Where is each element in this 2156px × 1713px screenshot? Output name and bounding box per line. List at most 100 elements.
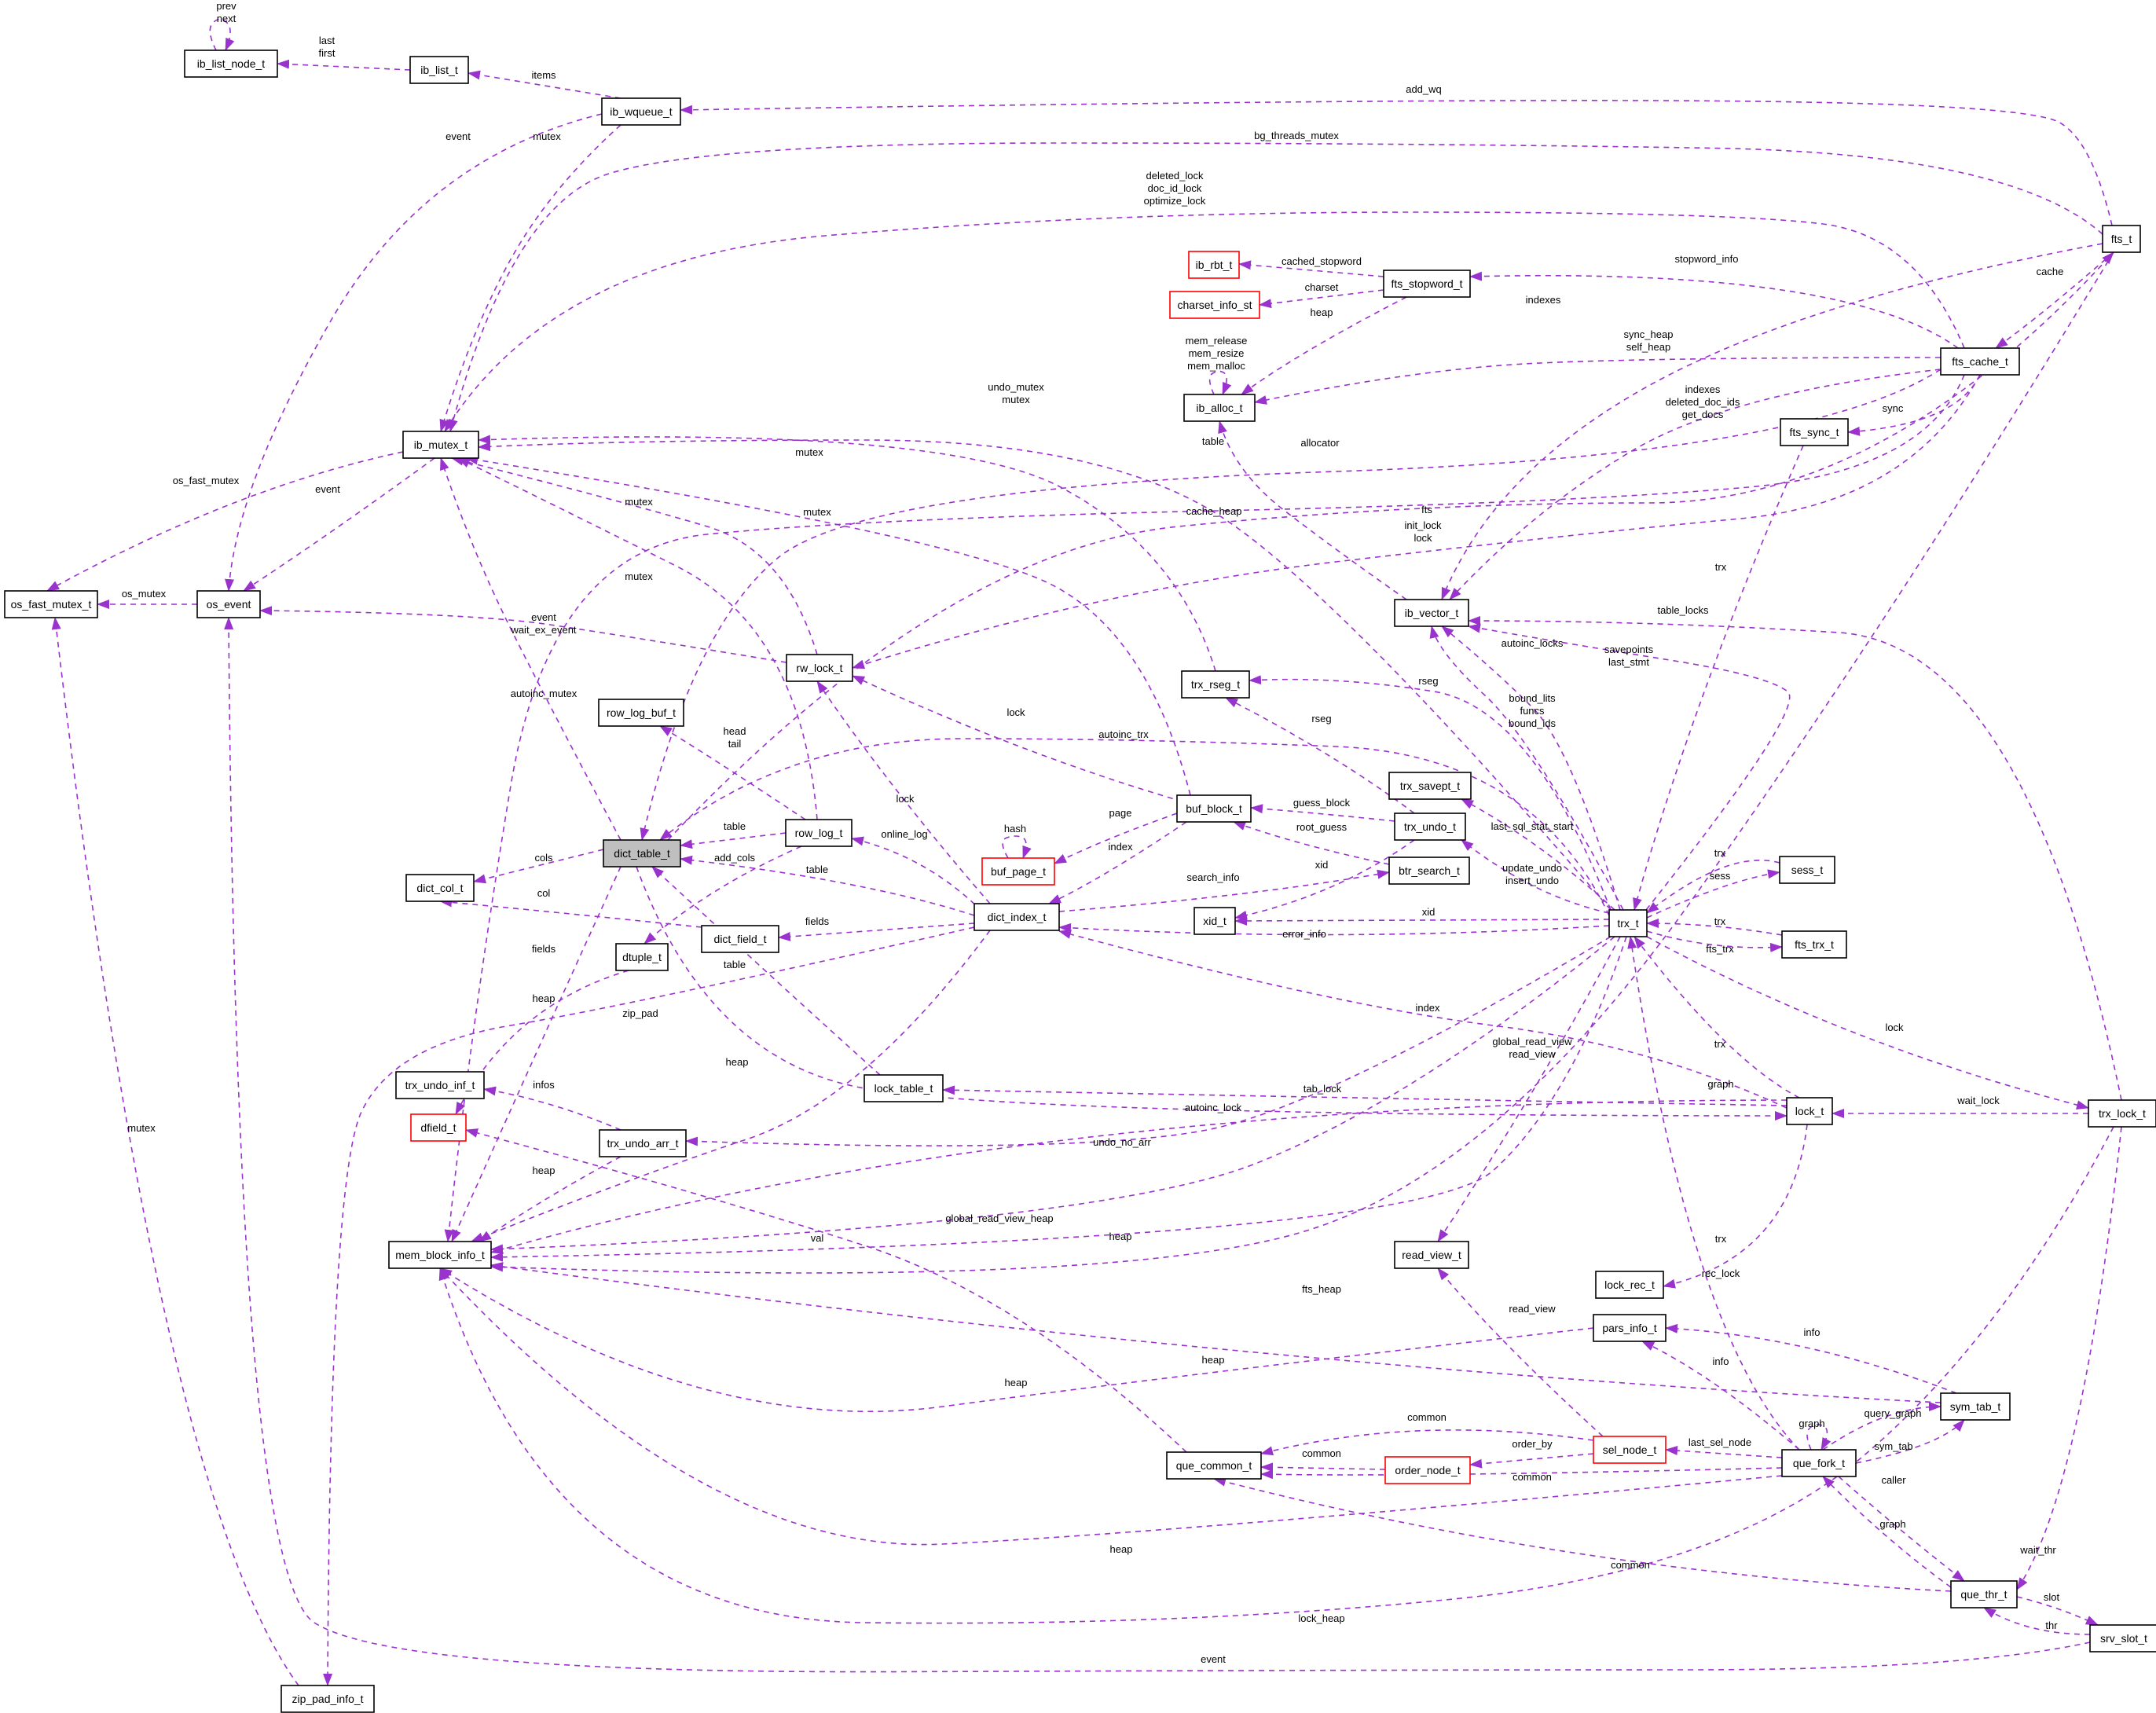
node-dict-index-t[interactable]: dict_index_t [974,903,1060,931]
node-label: ib_alloc_t [1196,402,1242,414]
edge-label-last_sel_node: last_sel_node [1688,1436,1751,1448]
edge-fts_t-to-mem_block_info_t [490,251,2114,1274]
node-ib-list-node-t[interactable]: ib_list_node_t [184,50,278,78]
node-box [280,1685,375,1713]
node-trx-rseg-t[interactable]: trx_rseg_t [1181,670,1250,699]
node-trx-undo-t[interactable]: trx_undo_t [1394,812,1466,841]
node-charset-info-st[interactable]: charset_info_st [1169,291,1260,319]
edge-label-heap_undo: heap [533,1165,556,1176]
node-box [1394,1241,1469,1269]
edge-label-stopword_info: stopword_info [1675,253,1739,265]
edge-lock_table_t-to-dict_table_t [651,866,881,1076]
node-dict-field-t[interactable]: dict_field_t [701,925,779,953]
edge-label-trx_que: trx [1715,1233,1727,1245]
edge-fts_cache_t-to-ib_mutex_t [444,211,1965,432]
edge-rw_lock_t-to-ib_mutex_t [451,456,818,655]
node-trx-savept-t[interactable]: trx_savept_t [1388,772,1472,800]
node-box [701,925,779,953]
node-fts-cache-t[interactable]: fts_cache_t [1940,347,2020,376]
node-label: ib_rbt_t [1196,259,1233,271]
edge-label-heap_dict: heap [533,992,556,1004]
node-box [598,699,684,727]
node-order-node-t[interactable]: order_node_t [1384,1456,1471,1484]
node-lock-t[interactable]: lock_t [1786,1097,1833,1125]
edge-label-cached_stopword: cached_stopword [1282,255,1362,267]
node-row-log-buf-t[interactable]: row_log_buf_t [598,699,684,727]
node-pars-info-t[interactable]: pars_info_t [1593,1314,1666,1342]
node-buf-page-t[interactable]: buf_page_t [981,857,1055,886]
edge-fts_stopword_t-to-charset_info_st [1259,289,1384,309]
node-ib-vector-t[interactable]: ib_vector_t [1394,599,1469,627]
edge-que_thr_t-to-que_common_t [1213,1476,1952,1592]
edge-ib_list_t-to-ib_list_node_t [277,59,411,71]
edge-label-col: col [537,887,551,899]
node-trx-undo-arr-t[interactable]: trx_undo_arr_t [599,1129,687,1157]
node-xid-t[interactable]: xid_t [1194,907,1236,935]
node-rw-lock-t[interactable]: rw_lock_t [786,654,853,682]
node-ib-alloc-t[interactable]: ib_alloc_t [1183,394,1256,422]
edge-fts_cache_t-to-fts_stopword_t [1469,271,1959,349]
node-row-log-t[interactable]: row_log_t [785,819,852,847]
node-box [1383,270,1471,298]
edge-label-error_info: error_info [1282,928,1326,940]
node-trx-t[interactable]: trx_t [1608,909,1648,937]
node-ib-wqueue-t[interactable]: ib_wqueue_t [601,97,681,126]
edge-label-info_que: info [1713,1355,1729,1367]
node-dict-table-t[interactable]: dict_table_t [603,839,681,868]
node-os-fast-mutex-t[interactable]: os_fast_mutex_t [4,590,98,618]
edge-sel_node_t-to-order_node_t [1469,1453,1594,1469]
node-fts-sync-t[interactable]: fts_sync_t [1780,418,1849,446]
edge-trx_t-to-trx_undo_t [1461,839,1610,914]
edge-trx_t-to-trx_lock_t [1646,936,2089,1110]
node-dtuple-t[interactable]: dtuple_t [615,943,669,971]
node-trx-undo-inf-t[interactable]: trx_undo_inf_t [395,1071,485,1099]
node-fts-trx-t[interactable]: fts_trx_t [1781,930,1847,959]
edge-label-autoinc_lock: autoinc_lock [1185,1102,1242,1113]
node-box [1166,1451,1262,1480]
node-dict-col-t[interactable]: dict_col_t [405,874,475,902]
node-sel-node-t[interactable]: sel_node_t [1593,1436,1666,1464]
edge-label-info_sym: info [1804,1326,1820,1338]
node-box [1176,794,1252,823]
node-buf-block-t[interactable]: buf_block_t [1176,794,1252,823]
node-fts-t[interactable]: fts_t [2102,225,2141,253]
node-box [405,874,475,902]
node-mem-block-info-t[interactable]: mem_block_info_t [388,1241,492,1269]
edge-fts_cache_t-to-ib_alloc_t [1254,357,1942,405]
node-box [409,56,469,84]
edge-dict_index_t-to-row_log_t [851,836,983,912]
node-sym-tab-t[interactable]: sym_tab_t [1940,1392,2011,1421]
edge-trx_lock_t-to-ib_vector_t [1468,616,2122,1101]
edge-label-mutex_rseg: mutex [795,446,823,458]
node-label: btr_search_t [1399,864,1460,877]
node-ib-rbt-t[interactable]: ib_rbt_t [1188,251,1240,279]
edge-dict_index_t-to-mem_block_info_t [471,930,991,1242]
node-srv-slot-t[interactable]: srv_slot_t [2089,1624,2156,1652]
node-lock-table-t[interactable]: lock_table_t [864,1074,944,1102]
edge-buf_page_t-to-buf_page_t [1002,835,1032,859]
node-sess-t[interactable]: sess_t [1779,856,1835,884]
node-fts-stopword-t[interactable]: fts_stopword_t [1383,270,1471,298]
node-ib-mutex-t[interactable]: ib_mutex_t [402,431,479,459]
node-box [1780,418,1849,446]
node-que-fork-t[interactable]: que_fork_t [1781,1449,1857,1477]
edge-fts_t-to-ib_vector_t [1441,243,2103,600]
node-trx-lock-t[interactable]: trx_lock_t [2088,1099,2156,1128]
node-label: sym_tab_t [1950,1400,2001,1413]
node-ib-list-t[interactable]: ib_list_t [409,56,469,84]
node-zip-pad-info-t[interactable]: zip_pad_info_t [280,1685,375,1713]
node-que-common-t[interactable]: que_common_t [1166,1451,1262,1480]
node-que-thr-t[interactable]: que_thr_t [1950,1580,2018,1608]
node-box [981,857,1055,886]
node-read-view-t[interactable]: read_view_t [1394,1241,1469,1269]
node-label: dict_field_t [714,933,767,945]
node-os-event[interactable]: os_event [196,590,261,618]
edge-trx_t-to-xid_t [1234,915,1610,926]
node-lock-rec-t[interactable]: lock_rec_t [1595,1271,1664,1299]
node-dfield-t[interactable]: dfield_t [410,1113,467,1142]
edge-label-table_row_log: table [724,820,746,832]
edge-label-online_log: online_log [881,828,927,840]
node-btr-search-t[interactable]: btr_search_t [1388,856,1470,885]
edge-dict_index_t-to-rw_lock_t [816,680,991,904]
